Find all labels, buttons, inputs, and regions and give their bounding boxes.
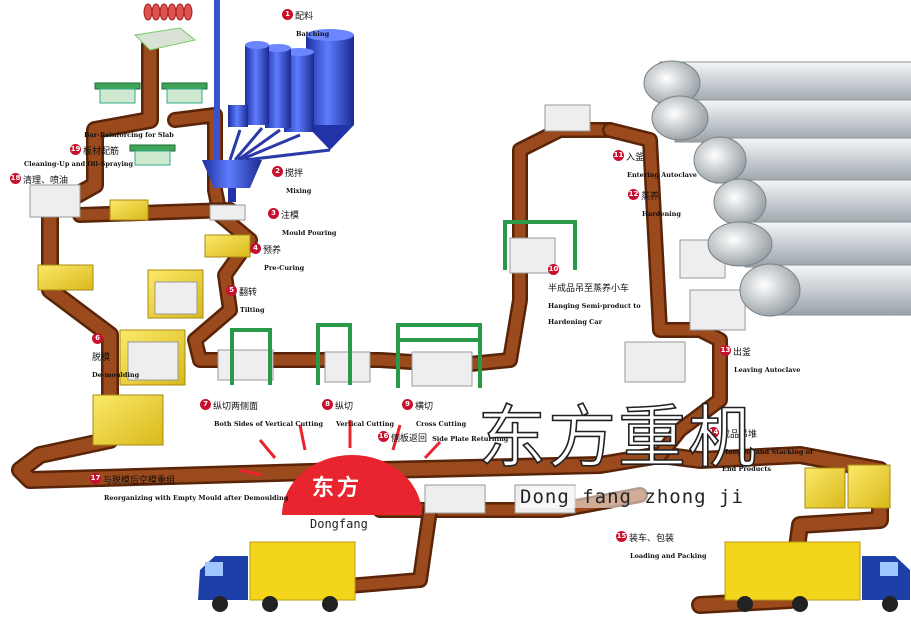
step-1-badge: 1: [282, 9, 293, 20]
step-3-cn: 注模: [281, 211, 300, 221]
truck-right: [724, 541, 910, 612]
step-17-badge: 17: [90, 473, 101, 484]
step-14-badge: 14: [708, 427, 719, 438]
step-3-en: Mould Pouring: [282, 228, 337, 237]
step-6-badge: 6: [92, 333, 103, 344]
step-6-label: 6 脱模 De-moulding: [92, 330, 139, 380]
step-8-badge: 8: [322, 399, 333, 410]
step-17-cn: 与脱模后空模重组: [103, 476, 176, 486]
step-14-en2: End Products: [722, 464, 772, 473]
step-14-en: Hanging and Stacking of: [722, 447, 813, 456]
truck-left: [198, 541, 356, 612]
step-18-badge: 18: [10, 172, 21, 184]
step-10-label: 10 半成品吊至蒸养小车 Hanging Semi-product to Har…: [548, 261, 641, 328]
step-10-en: Hanging Semi-product to: [548, 301, 641, 310]
step-11-badge: 11: [613, 150, 624, 161]
dongfang-logo: [239, 420, 442, 515]
step-19-en: Bar-Reinforcing for Slab: [84, 131, 174, 139]
step-8-en: Vertical Cutting: [336, 419, 395, 428]
step-5-cn: 翻转: [239, 288, 258, 298]
step-6-en: De-moulding: [92, 370, 140, 379]
step-16-en: Side Plate Returning: [432, 435, 509, 443]
step-8-cn: 纵切: [335, 402, 354, 412]
step-18-en: Cleaning-Up and Oil-Spraying: [24, 160, 134, 168]
logo-text-cn: 东方: [312, 475, 363, 501]
step-15-badge: 15: [616, 531, 627, 542]
step-5-en: Tilting: [240, 305, 265, 314]
step-13-en: Leaving Autoclave: [734, 365, 801, 374]
step-4-cn: 预养: [263, 246, 282, 256]
step-4-badge: 4: [250, 243, 261, 254]
step-12-en: Hardening: [642, 209, 681, 218]
step-9-cn: 横切: [415, 402, 434, 412]
batching-silos: [202, 0, 354, 202]
step-2-cn: 搅拌: [285, 169, 304, 179]
step-9-en: Cross Cutting: [416, 419, 467, 428]
step-13-badge: 13: [720, 345, 731, 356]
step-1-cn: 配料: [295, 12, 314, 22]
step-1-en: Batching: [296, 29, 330, 38]
bar-reinforcing-area: [94, 3, 208, 166]
watermark-cn: 东方重机: [477, 398, 759, 479]
step-2-badge: 2: [272, 166, 283, 177]
watermark-en: Dong fang zhong ji: [520, 486, 744, 508]
step-10-badge: 10: [548, 264, 559, 275]
step-9-badge: 9: [402, 399, 413, 410]
step-18-cn: 清理、喷油: [23, 175, 69, 186]
step-3-badge: 3: [268, 208, 279, 219]
step-17-en: Reorganizing with Empty Mould after Demo…: [104, 493, 289, 502]
step-5-badge: 5: [226, 285, 237, 296]
step-7-cn: 纵切两侧面: [213, 402, 259, 412]
step-6-cn: 脱模: [92, 352, 111, 363]
cutting-frames: [230, 220, 577, 388]
step-19-cn: 板材配筋: [83, 146, 120, 157]
step-7-en: Both Sides of Vertical Cutting: [214, 419, 324, 428]
step-7-badge: 7: [200, 399, 211, 410]
step-16-badge: 16: [378, 431, 389, 442]
step-10-en2: Hardening Car: [548, 318, 602, 327]
step-11-en: Entering Autoclave: [627, 170, 697, 179]
step-12-cn: 蒸养: [641, 192, 660, 202]
autoclaves: [643, 60, 911, 317]
step-4-en: Pre-Curing: [264, 263, 305, 272]
step-12-badge: 12: [628, 189, 639, 200]
logo-text-en: Dongfang: [310, 517, 368, 531]
step-19-badge: 19: [70, 143, 81, 155]
step-11-cn: 入釜: [626, 153, 645, 163]
step-14-cn: 成品吊堆: [721, 430, 758, 440]
step-13-cn: 出釜: [733, 348, 752, 358]
step-16-cn: 侧板返回: [391, 434, 428, 444]
step-15-en: Loading and Packing: [630, 551, 707, 560]
step-2-en: Mixing: [286, 186, 312, 195]
step-10-cn: 半成品吊至蒸养小车: [548, 283, 630, 294]
step-15-cn: 装车、包装: [629, 534, 675, 544]
